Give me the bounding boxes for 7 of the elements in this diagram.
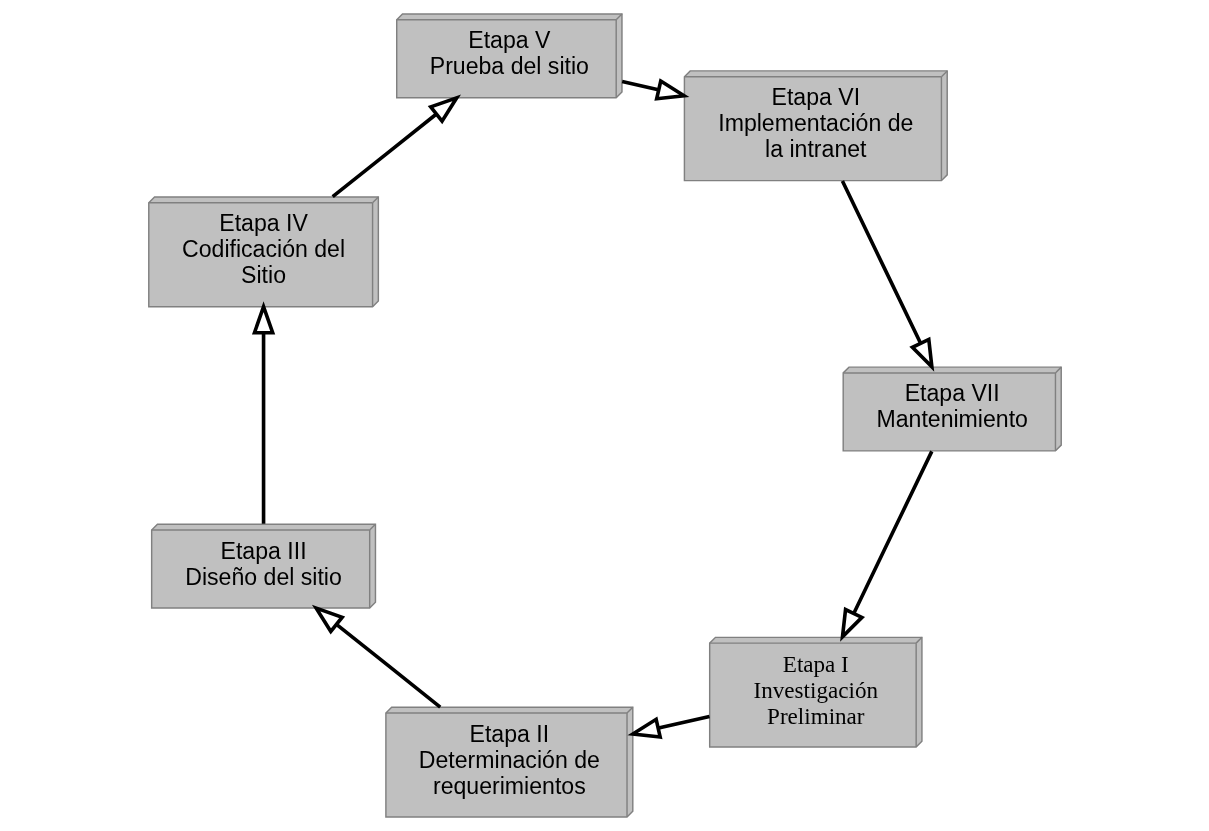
arrow xyxy=(311,604,441,709)
arrow xyxy=(251,301,275,524)
arrow xyxy=(621,78,689,101)
arrow xyxy=(840,180,934,372)
arrow xyxy=(331,94,461,199)
arrow xyxy=(627,714,710,740)
arrow xyxy=(839,450,933,642)
